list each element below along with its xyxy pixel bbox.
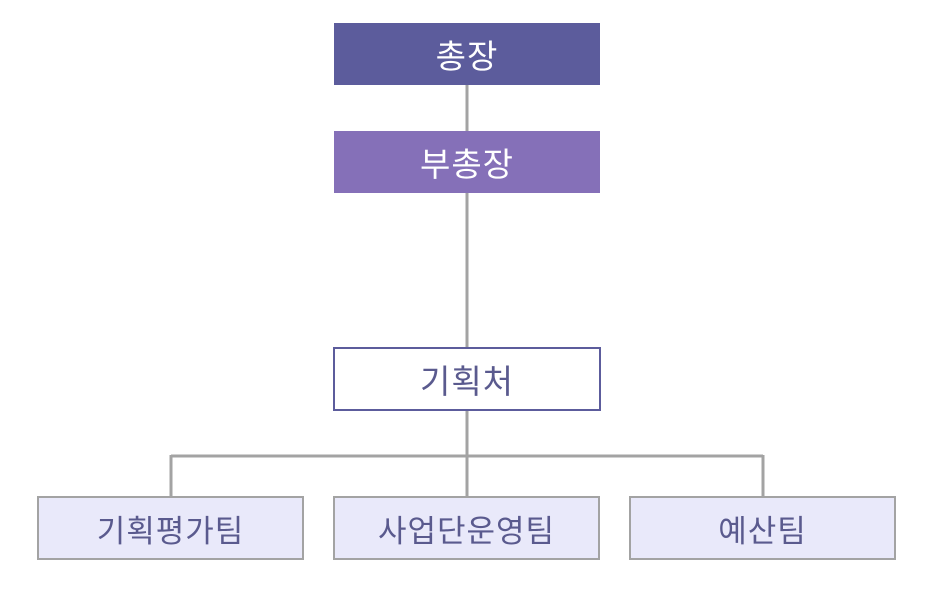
vice-president-label: 부총장	[419, 145, 515, 184]
team-label: 기획평가팀	[96, 513, 245, 550]
team-node-planning-evaluation: 기획평가팀	[37, 496, 304, 560]
planning-office-node: 기획처	[333, 347, 601, 411]
team-label: 사업단운영팀	[377, 513, 556, 550]
vice-president-node: 부총장	[334, 131, 600, 193]
team-node-budget: 예산팀	[629, 496, 896, 560]
president-node: 총장	[334, 23, 600, 85]
president-label: 총장	[435, 37, 499, 76]
planning-office-label: 기획처	[419, 362, 515, 401]
team-label: 예산팀	[718, 513, 807, 550]
team-node-project-operations: 사업단운영팀	[333, 496, 600, 560]
